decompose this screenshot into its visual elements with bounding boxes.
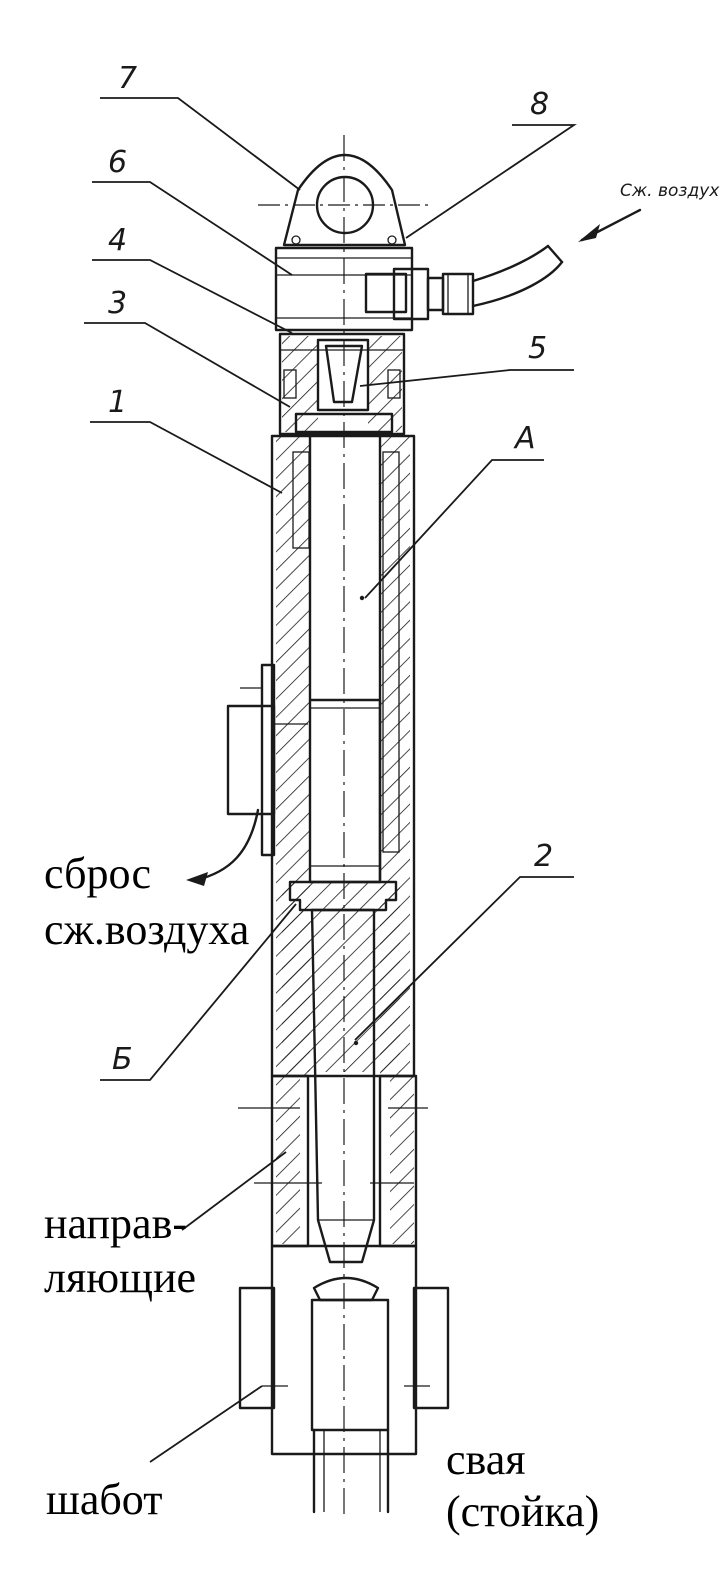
- pile-label-line1: свая: [446, 1435, 526, 1484]
- callout-5: 5: [528, 331, 547, 366]
- anvil: [238, 1244, 450, 1456]
- callout-7: 7: [118, 61, 137, 96]
- callout-2: 2: [534, 839, 553, 874]
- air-inlet-arrow: [578, 208, 642, 242]
- callout-A: A: [513, 421, 536, 456]
- callout-8: 8: [530, 87, 549, 122]
- callout-1: 1: [108, 385, 127, 420]
- callout-3: 3: [108, 286, 127, 321]
- air-fitting: [364, 244, 564, 321]
- pile-label-line2: (стойка): [446, 1487, 599, 1536]
- leader-lines: [84, 97, 577, 1463]
- callout-B: Б: [112, 1042, 133, 1077]
- lifting-eye: [258, 153, 430, 247]
- pile: [312, 1428, 390, 1514]
- exhaust-label-line2: сж.воздуха: [44, 905, 249, 954]
- air-inlet-label: Сж. воздух: [620, 181, 720, 201]
- callout-4: 4: [108, 223, 127, 258]
- guides-label-line1: направ-: [44, 1199, 187, 1248]
- exhaust-label-line1: сброс: [44, 849, 151, 898]
- guides-label-line2: ляющие: [44, 1253, 196, 1302]
- callout-6: 6: [108, 145, 127, 180]
- piston: [308, 595, 382, 884]
- exhaust-port: [186, 663, 308, 886]
- striker: [282, 880, 400, 1264]
- anvil-label: шабот: [46, 1475, 162, 1524]
